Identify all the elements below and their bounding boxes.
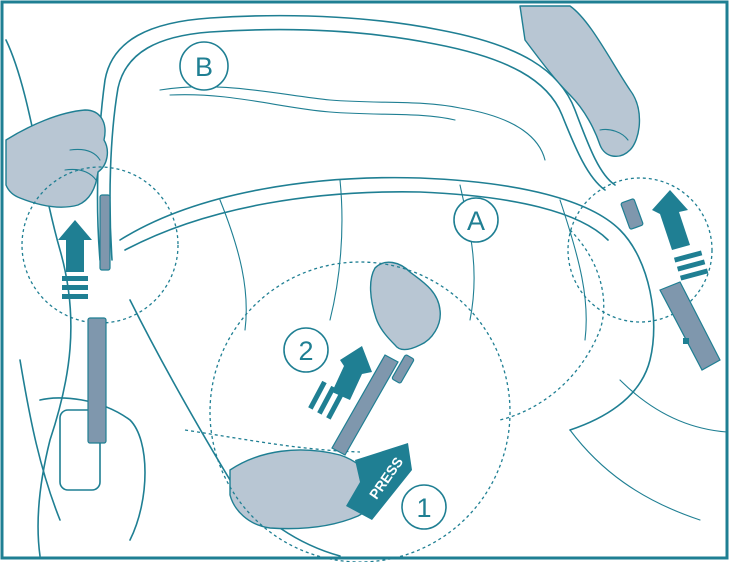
callout-b: B (180, 42, 228, 90)
left-top-hand (6, 110, 107, 207)
right-top-hand (520, 6, 639, 156)
callout-b-label: B (195, 52, 213, 82)
callout-step-two-label: 2 (298, 336, 313, 366)
callout-step-two: 2 (284, 328, 328, 372)
right-up-arrow-icon (652, 190, 708, 281)
callout-a-label: A (467, 206, 485, 236)
center-top-hand (371, 262, 441, 349)
center-bottom-hand (230, 450, 373, 529)
right-detail-circle (568, 178, 712, 322)
callout-a: A (454, 198, 498, 242)
callout-step-one: 1 (402, 485, 446, 529)
callout-step-one-label: 1 (416, 493, 431, 523)
